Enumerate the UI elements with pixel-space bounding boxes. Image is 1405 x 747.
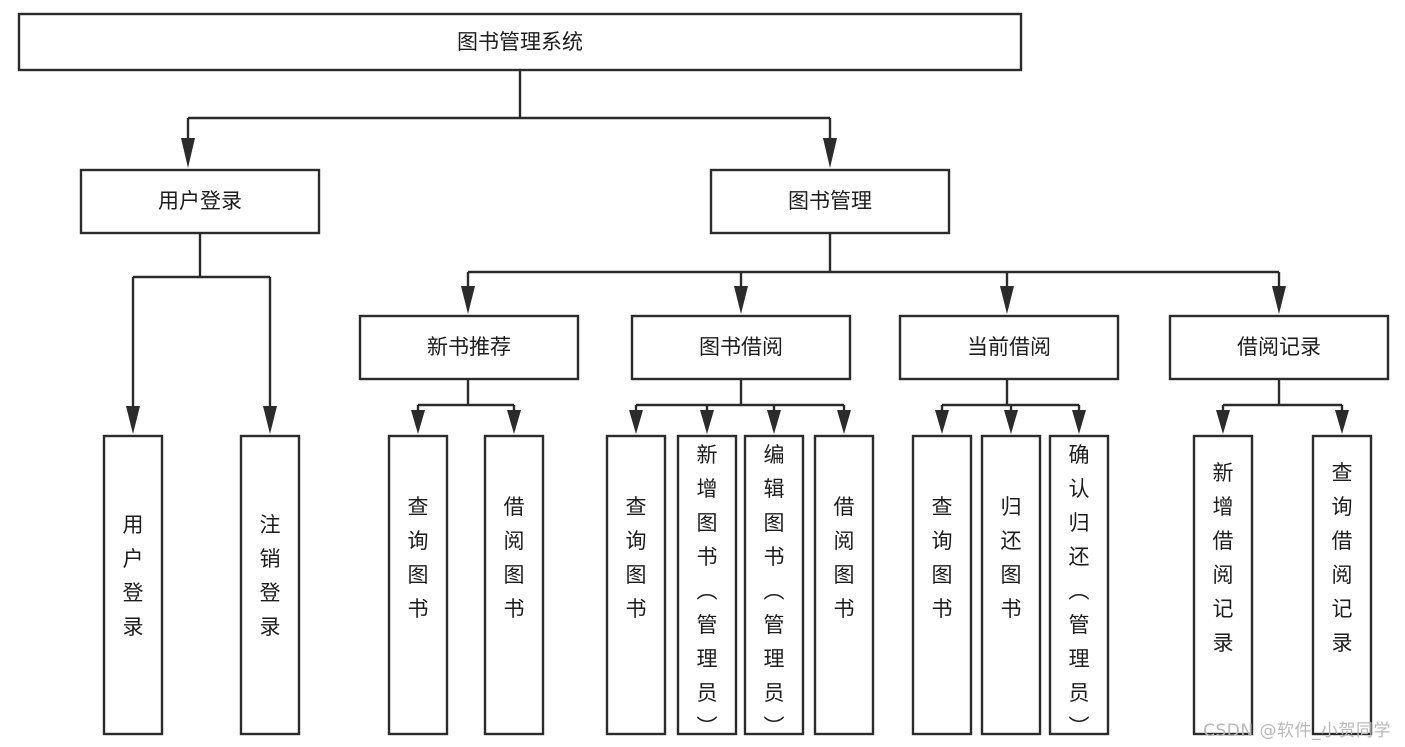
arrow-head-leaf-query-record [1335, 410, 1349, 434]
leaf-query-book-1-box[interactable] [387, 434, 449, 736]
node-leaf-return-book[interactable]: 归还图书 [980, 434, 1042, 736]
leaf-edit-book-box[interactable] [743, 434, 805, 736]
leaf-confirm-return-label: 确认归还︵管理员︶ [1069, 443, 1090, 739]
watermark-text: CSDN @软件_小贺同学 [1203, 721, 1391, 741]
leaf-query-book-2-box[interactable] [605, 434, 667, 736]
node-new-book-recommend[interactable]: 新书推荐 [358, 314, 580, 381]
new-book-recommend-box[interactable] [358, 314, 580, 381]
arrow-head-leaf-user-login [126, 406, 140, 434]
leaf-confirm-return-box[interactable] [1048, 434, 1110, 736]
node-leaf-borrow-book-1[interactable]: 借阅图书 [483, 434, 545, 736]
node-leaf-user-login[interactable]: 用户登录 [102, 434, 164, 736]
current-borrow-label: 当前借阅 [967, 335, 1051, 359]
leaf-borrow-book-2-label: 借阅图书 [834, 495, 855, 621]
leaf-add-book-box[interactable] [676, 434, 738, 736]
node-book-management[interactable]: 图书管理 [709, 168, 951, 235]
leaf-query-record-box[interactable] [1311, 434, 1373, 736]
arrow-head-leaf-query-book-2 [629, 410, 643, 434]
leaf-borrow-book-1-box[interactable] [483, 434, 545, 736]
user-login-label: 用户登录 [158, 189, 242, 213]
connectors-root-to-level1 [181, 70, 837, 168]
leaf-borrow-book-1-label: 借阅图书 [504, 495, 525, 621]
book-borrow-box[interactable] [630, 314, 852, 381]
arrow-head-leaf-return-book [1004, 410, 1018, 434]
connectors-borrow-record-to-leaves [1216, 379, 1349, 434]
arrow-head-leaf-add-book [700, 410, 714, 434]
leaf-query-book-1-label: 查询图书 [408, 495, 429, 621]
arrow-head-leaf-confirm-return [1072, 410, 1086, 434]
arrow-head-leaf-add-record [1216, 410, 1230, 434]
node-leaf-add-record[interactable]: 新增借阅记录 [1192, 434, 1254, 736]
root-label: 图书管理系统 [457, 30, 583, 54]
node-leaf-borrow-book-2[interactable]: 借阅图书 [813, 434, 875, 736]
arrow-head-current-borrow [1000, 286, 1014, 314]
connectors-book-manage-to-level2 [461, 233, 1286, 314]
leaf-query-record-label: 查询借阅记录 [1332, 461, 1353, 655]
leaf-logout-box[interactable] [239, 434, 301, 736]
leaf-return-book-label: 归还图书 [1001, 495, 1022, 621]
arrow-head-new-book [461, 286, 475, 314]
arrow-head-leaf-borrow-book-2 [837, 410, 851, 434]
user-login-box[interactable] [79, 168, 321, 235]
leaf-add-book-label: 新增图书︵管理员︶ [697, 443, 718, 739]
node-leaf-query-book-1[interactable]: 查询图书 [387, 434, 449, 736]
node-leaf-confirm-return[interactable]: 确认归还︵管理员︶ [1048, 434, 1110, 739]
arrow-head-borrow-record [1272, 286, 1286, 314]
node-leaf-query-book-3[interactable]: 查询图书 [911, 434, 973, 736]
leaf-borrow-book-2-box[interactable] [813, 434, 875, 736]
leaf-query-book-3-label: 查询图书 [932, 495, 953, 621]
connectors-user-login-to-leaves [126, 233, 277, 434]
node-user-login[interactable]: 用户登录 [79, 168, 321, 235]
leaf-user-login-label: 用户登录 [123, 513, 144, 639]
leaf-add-record-label: 新增借阅记录 [1213, 461, 1234, 655]
node-leaf-query-record[interactable]: 查询借阅记录 [1311, 434, 1373, 736]
borrow-record-box[interactable] [1168, 314, 1390, 381]
arrow-head-leaf-query-book-1 [411, 410, 425, 434]
node-current-borrow[interactable]: 当前借阅 [898, 314, 1120, 381]
book-management-label: 图书管理 [788, 189, 872, 213]
connectors-book-borrow-to-leaves [629, 379, 851, 434]
connectors-new-book-to-leaves [411, 379, 521, 434]
node-leaf-query-book-2[interactable]: 查询图书 [605, 434, 667, 736]
node-root-book-management-system[interactable]: 图书管理系统 [17, 12, 1023, 72]
arrow-head-leaf-borrow-book-1 [507, 410, 521, 434]
leaf-return-book-box[interactable] [980, 434, 1042, 736]
arrow-head-book-borrow [734, 286, 748, 314]
node-leaf-add-book[interactable]: 新增图书︵管理员︶ [676, 434, 738, 739]
leaf-query-book-3-box[interactable] [911, 434, 973, 736]
arrow-head-leaf-query-book-3 [935, 410, 949, 434]
arrow-head-leaf-logout [263, 406, 277, 434]
book-borrow-label: 图书借阅 [699, 335, 783, 359]
arrow-head-book-manage [823, 138, 837, 168]
current-borrow-box[interactable] [898, 314, 1120, 381]
leaf-user-login-box[interactable] [102, 434, 164, 736]
arrow-head-leaf-edit-book [767, 410, 781, 434]
leaf-query-book-2-label: 查询图书 [626, 495, 647, 621]
borrow-record-label: 借阅记录 [1237, 335, 1321, 359]
leaf-logout-label: 注销登录 [260, 513, 281, 639]
leaf-add-record-box[interactable] [1192, 434, 1254, 736]
root-box[interactable] [17, 12, 1023, 72]
arrow-head-user-login [181, 138, 195, 168]
connectors-current-borrow-to-leaves [935, 379, 1086, 434]
node-leaf-edit-book[interactable]: 编辑图书︵管理员︶ [743, 434, 805, 739]
node-borrow-record[interactable]: 借阅记录 [1168, 314, 1390, 381]
node-leaf-logout[interactable]: 注销登录 [239, 434, 301, 736]
leaf-edit-book-label: 编辑图书︵管理员︶ [764, 443, 785, 739]
new-book-recommend-label: 新书推荐 [427, 335, 511, 359]
book-management-box[interactable] [709, 168, 951, 235]
node-book-borrow[interactable]: 图书借阅 [630, 314, 852, 381]
